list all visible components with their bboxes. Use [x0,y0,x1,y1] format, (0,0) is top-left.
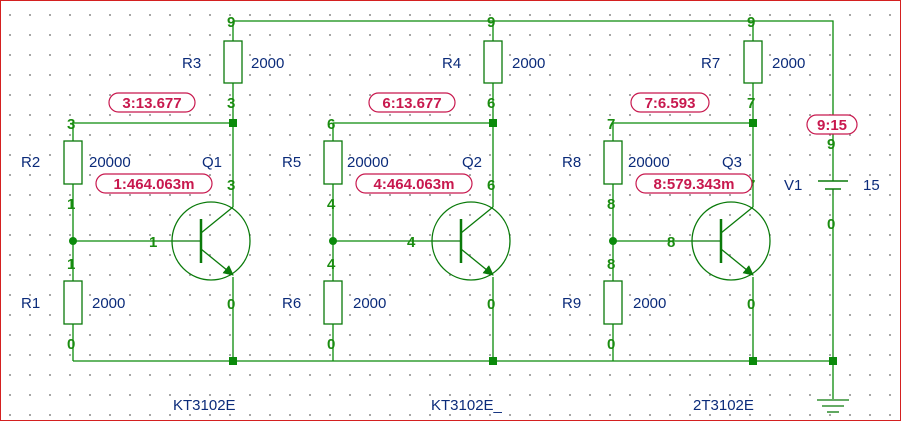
node-label: 0 [487,296,495,313]
label-R3: R3 [182,55,201,72]
node-label: 6 [487,95,495,112]
resistor-R8[interactable] [603,140,623,185]
resistor-R9[interactable] [603,280,623,325]
probe-node-9: 9:15 [817,117,847,134]
node-label: 9 [227,14,235,31]
label-Q1: Q1 [202,154,222,171]
label-R8: R8 [562,154,581,171]
label-R5: R5 [282,154,301,171]
value-R2: 20000 [89,154,131,171]
component-labels: R3 2000 R4 2000 R7 2000 R2 20000 R5 2000… [21,55,880,414]
node-label: 0 [227,296,235,313]
value-R1: 2000 [92,295,125,312]
node-label: 7 [747,95,755,112]
label-V1: V1 [784,177,802,194]
probe-node-4: 4:464.063m [374,176,455,193]
probe-node-8: 8:579.343m [654,176,735,193]
resistor-R3[interactable] [223,40,243,84]
model-Q2: KT3102E_ [431,397,503,414]
label-R9: R9 [562,295,581,312]
value-R4: 2000 [512,55,545,72]
value-R3: 2000 [251,55,284,72]
model-Q3: 2T3102E [693,397,754,414]
node-label: 4 [327,196,336,213]
label-R2: R2 [21,154,40,171]
model-Q1: KT3102E [173,397,236,414]
probe-node-1: 1:464.063m [114,176,195,193]
value-R8: 20000 [628,154,670,171]
transistor-Q1[interactable] [171,201,251,281]
resistor-R6[interactable] [323,280,343,325]
junction-dots [69,119,837,365]
node-label: 0 [67,336,75,353]
node-label: 0 [827,216,835,233]
node-label: 3 [67,116,75,133]
node-label: 8 [667,234,675,251]
value-R7: 2000 [772,55,805,72]
node-label: 9 [487,14,495,31]
probe-node-7: 7:6.593 [645,95,696,112]
node-label: 3 [227,95,235,112]
voltage-source-V1[interactable] [818,180,848,195]
node-label: 4 [327,256,336,273]
probe-node-3: 3:13.677 [122,95,181,112]
resistor-R1[interactable] [63,280,83,325]
node-label: 1 [67,256,75,273]
node-label: 0 [327,336,335,353]
resistors [63,40,763,325]
label-Q3: Q3 [722,154,742,171]
resistor-R2[interactable] [63,140,83,185]
resistor-R5[interactable] [323,140,343,185]
label-R6: R6 [282,295,301,312]
label-R4: R4 [442,55,461,72]
value-R5: 20000 [347,154,389,171]
value-R9: 2000 [633,295,666,312]
node-label: 6 [487,177,495,194]
value-R6: 2000 [353,295,386,312]
transistor-Q3[interactable] [691,201,771,281]
voltage-probes: 3:13.677 6:13.677 7:6.593 1:464.063m 4:4… [95,92,858,194]
node-label: 0 [607,336,615,353]
value-V1: 15 [863,177,880,194]
node-label: 9 [747,14,755,31]
node-numbers: 9 9 9 9 3 3 3 6 6 6 7 7 7 1 1 1 4 4 4 8 … [67,14,835,353]
probe-node-6: 6:13.677 [382,95,441,112]
node-label: 8 [607,256,615,273]
node-label: 7 [607,116,615,133]
node-label: 0 [747,296,755,313]
node-label: 8 [607,196,615,213]
transistor-Q2[interactable] [431,201,511,281]
node-label: 1 [67,196,75,213]
node-label: 3 [227,177,235,194]
label-R1: R1 [21,295,40,312]
node-label: 4 [407,234,416,251]
node-label: 1 [149,234,157,251]
label-R7: R7 [701,55,720,72]
node-label: 9 [827,136,835,153]
resistor-R7[interactable] [743,40,763,84]
resistor-R4[interactable] [483,40,503,84]
node-label: 6 [327,116,335,133]
label-Q2: Q2 [462,154,482,171]
ground-symbol [817,399,849,413]
